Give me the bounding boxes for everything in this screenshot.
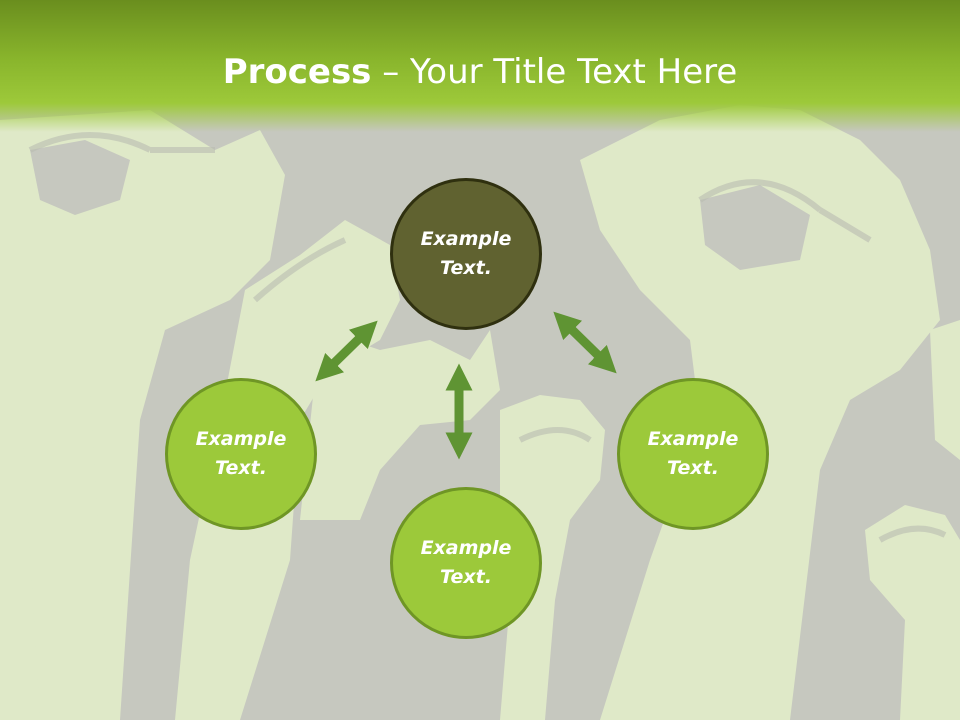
process-node-top[interactable]: Example Text. [390, 178, 542, 330]
process-node-left[interactable]: Example Text. [165, 378, 317, 530]
node-right-label: Example Text. [647, 428, 739, 479]
node-left-label: Example Text. [195, 428, 287, 479]
node-top-label: Example Text. [420, 228, 512, 279]
title-bar [0, 0, 960, 132]
process-node-bottom[interactable]: Example Text. [390, 487, 542, 639]
title-bold: Process [222, 52, 372, 92]
node-bottom-label: Example Text. [420, 537, 512, 588]
title-rest: – Your Title Text Here [371, 52, 738, 92]
slide-title: Process – Your Title Text Here [0, 52, 960, 92]
process-node-right[interactable]: Example Text. [617, 378, 769, 530]
